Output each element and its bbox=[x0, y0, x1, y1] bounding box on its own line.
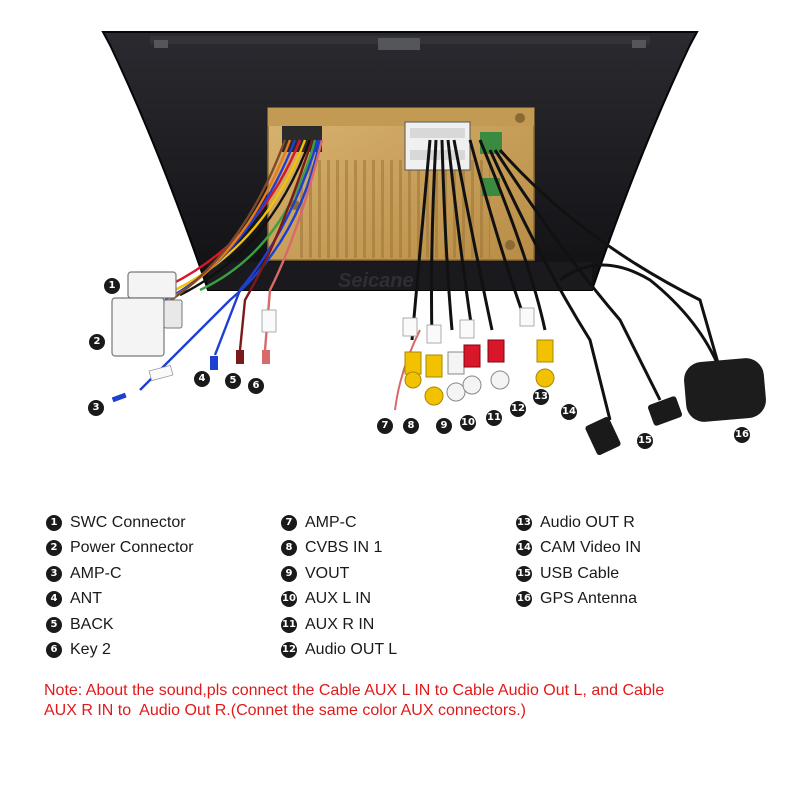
legend-label: GPS Antenna bbox=[540, 590, 637, 608]
legend-number: 2 bbox=[46, 540, 62, 557]
rca-plug-red-2 bbox=[487, 339, 510, 390]
head-unit-chassis bbox=[267, 107, 535, 261]
callout-9: 9 bbox=[436, 418, 452, 434]
legend-label: AMP-C bbox=[305, 513, 357, 531]
callout-10: 10 bbox=[460, 415, 476, 431]
callout-7: 7 bbox=[377, 418, 393, 434]
legend-label: Key 2 bbox=[70, 641, 111, 659]
legend-label: CVBS IN 1 bbox=[305, 539, 383, 557]
rca-plug-red-1 bbox=[462, 344, 482, 395]
legend-label: ANT bbox=[70, 590, 102, 608]
legend-number: 16 bbox=[516, 591, 532, 608]
note-line-2: AUX R IN to Audio Out R.(Connet the same… bbox=[44, 702, 526, 719]
legend-item: 10 AUX L IN bbox=[281, 587, 397, 613]
wiring-note: Note: About the sound,pls connect the Ca… bbox=[44, 681, 764, 721]
callout-2: 2 bbox=[89, 334, 105, 350]
legend-label: VOUT bbox=[305, 564, 350, 582]
callout-4: 4 bbox=[194, 371, 210, 387]
callout-13: 13 bbox=[533, 389, 549, 405]
legend-item: 9 VOUT bbox=[281, 561, 397, 587]
legend-label: Power Connector bbox=[70, 539, 194, 557]
legend-item: 14 CAM Video IN bbox=[516, 536, 641, 562]
rca-plug-yellow-3 bbox=[535, 339, 555, 388]
legend-number: 6 bbox=[46, 642, 62, 659]
legend-item: 15 USB Cable bbox=[516, 561, 641, 587]
legend-column-2: 7 AMP-C 8 CVBS IN 1 9 VOUT 10 AUX L IN 11 AUX… bbox=[281, 510, 397, 663]
legend-column-1: 1 SWC Connector 2 Power Connector 3 AMP-C 4… bbox=[46, 510, 194, 663]
legend-item: 6 Key 2 bbox=[46, 638, 194, 664]
legend-item: 5 BACK bbox=[46, 612, 194, 638]
legend-label: CAM Video IN bbox=[540, 539, 642, 557]
legend-label: USB Cable bbox=[540, 564, 620, 582]
legend-item: 4 ANT bbox=[46, 587, 194, 613]
callout-11: 11 bbox=[486, 410, 502, 426]
power-connector-shape bbox=[111, 297, 183, 357]
legend-number: 3 bbox=[46, 565, 62, 582]
legend-item: 11 AUX R IN bbox=[281, 612, 397, 638]
wire-tips-left bbox=[111, 309, 277, 403]
legend-label: Audio OUT R bbox=[540, 513, 635, 531]
callout-12: 12 bbox=[510, 401, 526, 417]
cable-label-tags bbox=[402, 307, 535, 344]
legend-number: 11 bbox=[281, 616, 297, 633]
legend-item: 2 Power Connector bbox=[46, 536, 194, 562]
legend-label: AMP-C bbox=[70, 564, 122, 582]
callout-5: 5 bbox=[225, 373, 241, 389]
legend-label: AUX L IN bbox=[305, 590, 372, 608]
rca-plug-yellow-2 bbox=[404, 351, 422, 389]
callout-3: 3 bbox=[88, 400, 104, 416]
callout-8: 8 bbox=[403, 418, 419, 434]
callout-15: 15 bbox=[637, 433, 653, 449]
legend-number: 13 bbox=[516, 514, 532, 531]
swc-connector-shape bbox=[127, 271, 177, 299]
legend-label: Audio OUT L bbox=[305, 641, 398, 659]
legend-label: AUX R IN bbox=[305, 615, 375, 633]
legend-number: 9 bbox=[281, 565, 297, 582]
usb-plug-2 bbox=[647, 396, 683, 426]
legend-number: 1 bbox=[46, 514, 62, 531]
legend-item: 1 SWC Connector bbox=[46, 510, 194, 536]
legend-number: 14 bbox=[516, 540, 532, 557]
legend-label: SWC Connector bbox=[70, 513, 186, 531]
legend-column-3: 13 Audio OUT R 14 CAM Video IN 15 USB Cable… bbox=[516, 510, 641, 612]
legend-number: 12 bbox=[281, 642, 297, 659]
legend-number: 8 bbox=[281, 540, 297, 557]
legend-number: 15 bbox=[516, 565, 532, 582]
legend-item: 8 CVBS IN 1 bbox=[281, 536, 397, 562]
callout-16: 16 bbox=[734, 427, 750, 443]
gps-antenna-shape bbox=[559, 263, 766, 422]
legend-item: 7 AMP-C bbox=[281, 510, 397, 536]
rca-cables bbox=[394, 139, 722, 421]
callout-14: 14 bbox=[561, 404, 577, 420]
legend-number: 4 bbox=[46, 591, 62, 608]
legend-item: 13 Audio OUT R bbox=[516, 510, 641, 536]
legend-number: 10 bbox=[281, 591, 297, 608]
wiring-diagram: Seicane bbox=[101, 31, 766, 456]
legend-number: 5 bbox=[46, 616, 62, 633]
legend-item: 12 Audio OUT L bbox=[281, 638, 397, 664]
brand-logo: Seicane bbox=[338, 270, 414, 292]
usb-plug-1 bbox=[585, 416, 621, 456]
legend-number: 7 bbox=[281, 514, 297, 531]
rca-plug-white-1 bbox=[446, 351, 466, 402]
legend-label: BACK bbox=[70, 615, 114, 633]
note-line-1: Note: About the sound,pls connect the Ca… bbox=[44, 682, 665, 699]
callout-1: 1 bbox=[104, 278, 120, 294]
legend-item: 16 GPS Antenna bbox=[516, 587, 641, 613]
callout-6: 6 bbox=[248, 378, 264, 394]
legend-item: 3 AMP-C bbox=[46, 561, 194, 587]
rca-plug-yellow-1 bbox=[424, 354, 444, 406]
